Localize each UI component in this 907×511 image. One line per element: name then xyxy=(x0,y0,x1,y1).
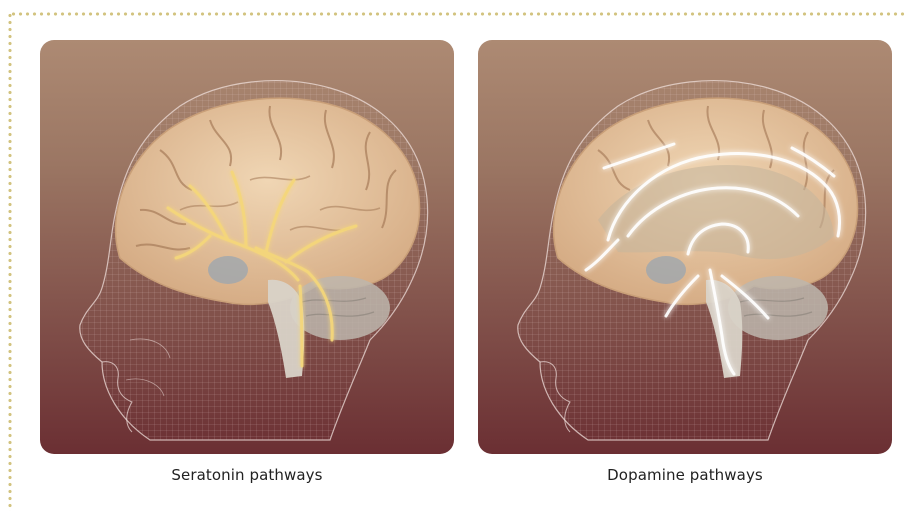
dotted-frame-left xyxy=(8,12,12,511)
dopamine-brain-svg xyxy=(478,40,892,454)
dotted-frame-top xyxy=(10,12,907,16)
dopamine-caption: Dopamine pathways xyxy=(478,466,892,484)
serotonin-brain-illustration xyxy=(40,40,454,454)
serotonin-caption: Seratonin pathways xyxy=(40,466,454,484)
dopamine-brain-illustration xyxy=(478,40,892,454)
serotonin-brain-svg xyxy=(40,40,454,454)
